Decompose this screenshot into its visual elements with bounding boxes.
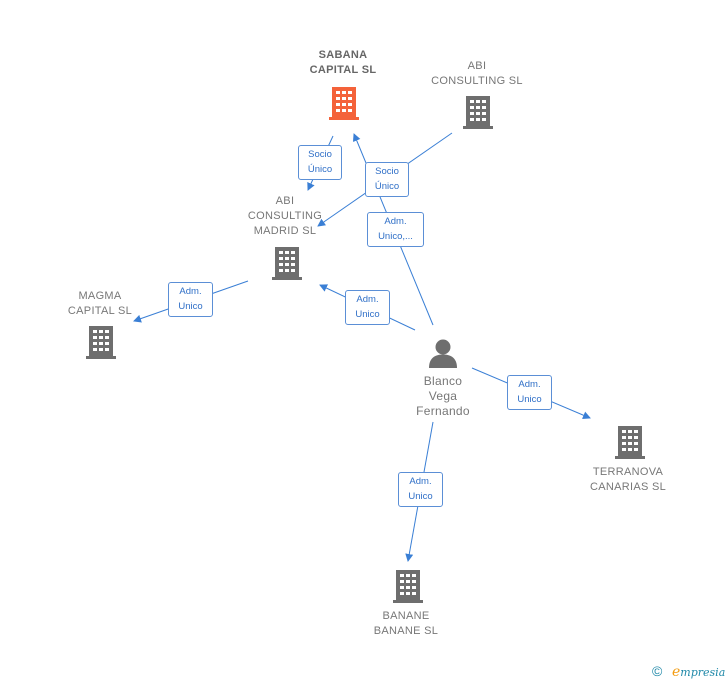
brand-initial: e <box>672 664 681 680</box>
node-abi-consulting[interactable]: ABI CONSULTING SL <box>421 59 533 131</box>
building-icon <box>272 247 302 280</box>
node-magma-capital[interactable]: MAGMA CAPITAL SL <box>50 289 150 361</box>
node-label: ABI CONSULTING SL <box>431 60 523 87</box>
edge-label-adm-unico[interactable]: Adm. Unico <box>345 290 390 325</box>
node-label: MAGMA CAPITAL SL <box>67 290 133 317</box>
node-banane-banane[interactable]: BANANE BANANE SL <box>356 569 456 641</box>
node-label: SABANA CAPITAL SL <box>309 49 377 76</box>
node-abi-consulting-madrid[interactable]: ABI CONSULTING MADRID SL <box>235 194 335 282</box>
building-icon <box>615 426 645 459</box>
building-icon <box>463 96 493 129</box>
building-icon <box>329 87 359 120</box>
node-label: TERRANOVA CANARIAS SL <box>589 466 667 493</box>
building-icon <box>393 570 423 603</box>
brand-name: mpresia <box>680 666 726 679</box>
building-icon <box>86 326 116 359</box>
node-label: BANANE BANANE SL <box>373 610 439 637</box>
footer-brand: © empresia <box>652 663 725 681</box>
edge-label-socio-unico[interactable]: Socio Único <box>365 162 409 197</box>
person-icon <box>429 339 457 368</box>
edge-label-adm-unico[interactable]: Adm. Unico,... <box>367 212 424 247</box>
copyright-icon: © <box>652 663 663 679</box>
node-blanco-vega-fernando[interactable]: Blanco Vega Fernando <box>403 338 483 422</box>
brand-logo: empresia <box>672 664 725 680</box>
node-label: Blanco Vega Fernando <box>416 374 470 418</box>
node-terranova-canarias[interactable]: TERRANOVA CANARIAS SL <box>578 425 678 497</box>
node-label: ABI CONSULTING MADRID SL <box>247 195 323 237</box>
node-sabana-capital[interactable]: SABANA CAPITAL SL <box>293 48 393 122</box>
edge-label-adm-unico[interactable]: Adm. Unico <box>168 282 213 317</box>
edge-label-socio-unico[interactable]: Socio Único <box>298 145 342 180</box>
edge-label-adm-unico[interactable]: Adm. Unico <box>507 375 552 410</box>
edge-label-adm-unico[interactable]: Adm. Unico <box>398 472 443 507</box>
